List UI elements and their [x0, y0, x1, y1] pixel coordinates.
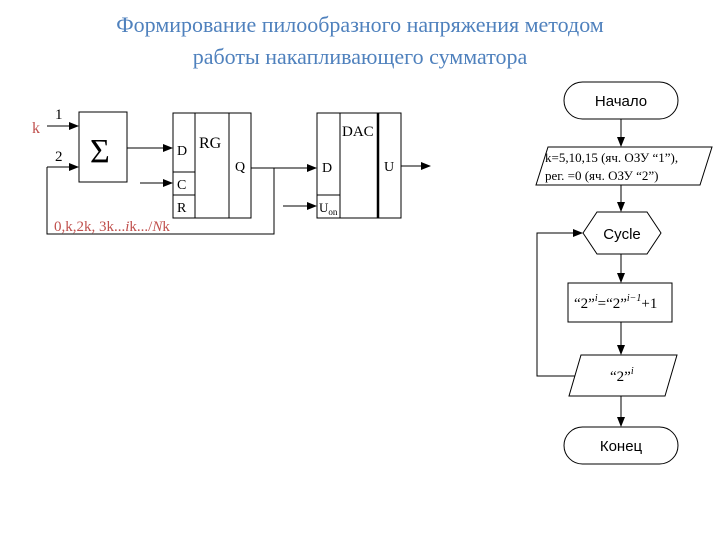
dac-pin-u: U	[384, 160, 394, 175]
sequence-mid: k.../	[129, 219, 153, 235]
process-a-sup: i	[595, 293, 598, 304]
sequence-label: 0,k,2k, 3k...ik.../Nk	[54, 219, 170, 235]
rg-pin-d: D	[177, 144, 187, 159]
process-a: “2”	[574, 296, 595, 312]
page-title-line-2: работы накапливающего сумматора	[192, 44, 528, 69]
flow-output-label: “2”i	[610, 366, 634, 385]
flow-process-block	[567, 282, 673, 323]
process-plus: +1	[641, 296, 657, 312]
input-k-label: k	[32, 120, 40, 137]
rg-pin-q: Q	[235, 160, 245, 175]
flow-output-data	[568, 354, 678, 397]
rg-pin-r: R	[177, 201, 187, 216]
flow-end-label: Конец	[600, 438, 643, 455]
flow-init-line2: рег. =0 (яч. ОЗУ “2”)	[545, 168, 658, 183]
dac-label: DAC	[342, 124, 374, 140]
flow-end-terminator	[563, 426, 679, 465]
flow-process-formula: “2”i=“2”i−1+1	[574, 293, 657, 312]
page-title-line-1: Формирование пилообразного напряжения ме…	[116, 12, 604, 37]
flow-start-label: Начало	[595, 93, 647, 110]
dac-pin-d: D	[322, 161, 332, 176]
process-b-sup: i−1	[627, 293, 642, 304]
sequence-end: k	[162, 219, 170, 235]
rg-pin-c: C	[177, 178, 186, 193]
process-eq: =“2”	[598, 296, 627, 312]
feedback-loop-line	[46, 167, 275, 235]
sequence-main: 0,k,2k, 3k...	[54, 219, 125, 235]
output-main: “2”	[610, 369, 631, 385]
flow-cycle-hexagon	[582, 211, 662, 255]
input-2-label: 2	[55, 149, 63, 165]
output-sup: i	[631, 366, 634, 377]
dac-uon-sub: on	[328, 207, 338, 217]
dac-uon-main: U	[319, 200, 329, 215]
flow-loop-back-line	[536, 229, 583, 377]
rg-register-block	[172, 112, 252, 219]
summator-block	[78, 111, 128, 183]
sum-symbol: Σ	[90, 133, 110, 170]
flow-init-data	[535, 146, 713, 186]
input-1-label: 1	[55, 107, 63, 123]
dac-pin-uon: Uon	[319, 200, 338, 217]
flow-init-line1: k=5,10,15 (яч. ОЗУ “1”),	[545, 150, 678, 165]
sequence-i: i	[125, 219, 129, 235]
sequence-n: N	[151, 219, 163, 235]
circuit-diagram: k 1 2 Σ RG D C R Q 0,k,2k, 3k...ik.../Nk	[32, 107, 431, 235]
flowchart: Начало k=5,10,15 (яч. ОЗУ “1”), рег. =0 …	[535, 81, 713, 465]
flow-cycle-label: Cycle	[603, 226, 641, 243]
rg-label: RG	[199, 135, 222, 152]
